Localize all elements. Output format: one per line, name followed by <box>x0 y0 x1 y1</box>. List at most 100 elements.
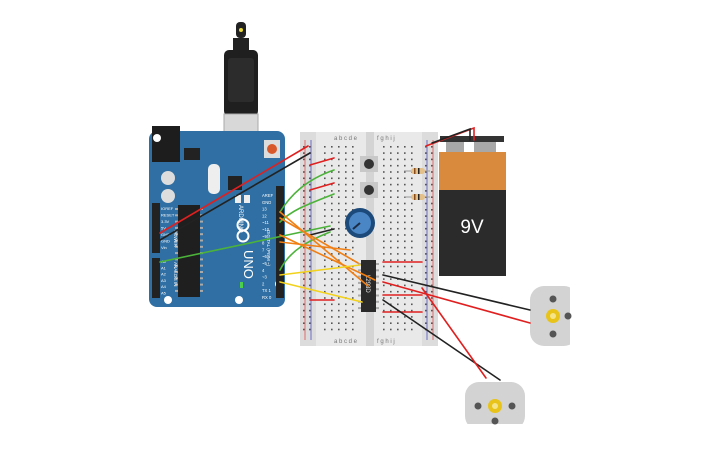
breadboard-hole <box>352 177 354 180</box>
breadboard-hole <box>352 196 354 198</box>
wire-11[interactable] <box>279 217 359 264</box>
breadboard-hole <box>431 164 433 167</box>
breadboard-hole <box>397 196 399 198</box>
breadboard-hole <box>404 171 406 173</box>
wire-15[interactable] <box>279 281 363 303</box>
breadboard-hole <box>411 202 413 205</box>
breadboard-hole <box>324 316 326 318</box>
wire-9[interactable] <box>279 231 331 271</box>
breadboard-hole <box>331 309 333 312</box>
chip-pin <box>175 252 178 255</box>
breadboard-hole <box>352 152 354 154</box>
breadboard-hole <box>431 272 433 274</box>
breadboard-hole <box>404 158 406 161</box>
breadboard-hole <box>303 322 305 324</box>
breadboard-hole <box>404 253 406 255</box>
driver-pin <box>376 294 379 297</box>
breadboard-hole <box>383 164 385 167</box>
breadboard-hole <box>352 322 354 324</box>
breadboard-hole <box>431 253 433 255</box>
breadboard-hole <box>425 209 427 211</box>
chip-pin <box>200 233 203 236</box>
breadboard-hole <box>338 278 340 280</box>
breadboard-hole <box>352 303 354 306</box>
wire-1[interactable] <box>159 152 311 241</box>
usb-cable[interactable] <box>224 22 258 116</box>
wire-0[interactable] <box>159 145 309 234</box>
breadboard-hole <box>425 297 427 299</box>
breadboard-hole <box>303 227 305 230</box>
wire-10[interactable] <box>279 211 369 287</box>
arduino-board[interactable]: ARDUINO UNO DIGITAL (PWM ~) POWER ANALOG… <box>149 126 285 307</box>
breadboard-hole <box>383 316 385 318</box>
breadboard-hole <box>324 278 326 280</box>
breadboard-hole <box>431 259 433 261</box>
resistor-1[interactable] <box>404 168 430 174</box>
breadboard-hole <box>352 183 354 186</box>
breadboard-hole <box>309 146 311 148</box>
breadboard-hole <box>431 322 433 324</box>
breadboard-hole <box>324 158 326 161</box>
breadboard-hole <box>324 209 326 211</box>
breadboard-hole <box>411 164 413 167</box>
breadboard-hole <box>303 152 305 154</box>
breadboard-hole <box>411 259 413 261</box>
breadboard-hole <box>331 253 333 255</box>
breadboard-columns-right-bottom: f g h i j <box>377 339 395 345</box>
breadboard-hole <box>397 183 399 186</box>
wire-23[interactable] <box>382 299 501 381</box>
chip-pin <box>175 226 178 229</box>
breadboard-hole <box>338 297 340 299</box>
digital-pin-label: ~11 <box>262 220 269 225</box>
analog-pin-label: A5 <box>161 291 167 296</box>
breadboard-hole <box>383 259 385 261</box>
breadboard-hole <box>324 227 326 230</box>
resistor-2[interactable] <box>404 194 430 200</box>
breadboard-hole <box>338 146 340 148</box>
breadboard-hole <box>383 284 385 287</box>
breadboard-hole <box>324 328 326 331</box>
breadboard-hole <box>397 209 399 211</box>
breadboard-hole <box>303 328 305 331</box>
wire-5[interactable] <box>309 228 335 236</box>
breadboard-hole <box>397 253 399 255</box>
driver-pin <box>358 307 361 310</box>
breadboard-hole <box>345 316 347 318</box>
wire-20[interactable] <box>431 127 471 144</box>
breadboard-hole <box>331 278 333 280</box>
wire-22[interactable] <box>382 281 531 324</box>
breadboard-hole <box>352 246 354 249</box>
wire-24[interactable] <box>421 287 487 379</box>
breadboard-hole <box>390 227 392 230</box>
breadboard-hole <box>338 328 340 331</box>
breadboard-hole <box>338 221 340 224</box>
potentiometer[interactable] <box>345 208 375 238</box>
breadboard-hole <box>309 177 311 180</box>
breadboard-hole <box>309 322 311 324</box>
breadboard-hole <box>404 234 406 236</box>
dc-motor-right[interactable] <box>530 286 578 346</box>
reset-button[interactable] <box>267 144 277 154</box>
breadboard-hole <box>303 297 305 299</box>
wire-12[interactable] <box>279 234 376 281</box>
dc-motor-bottom[interactable] <box>465 382 525 432</box>
breadboard-hole <box>331 146 333 148</box>
breadboard-hole <box>345 328 347 331</box>
wire-14[interactable] <box>279 264 361 276</box>
wire-21[interactable] <box>382 274 531 311</box>
wire-4[interactable] <box>309 182 335 191</box>
breadboard-hole <box>303 177 305 180</box>
breadboard-hole <box>383 196 385 198</box>
wire-13[interactable] <box>279 241 351 251</box>
breadboard-hole <box>425 290 427 293</box>
push-button-1[interactable] <box>360 156 378 172</box>
push-button-2[interactable] <box>360 182 378 198</box>
wire-3[interactable] <box>309 157 335 166</box>
battery-9v[interactable]: 9V <box>439 136 506 276</box>
wire-7[interactable] <box>279 169 335 213</box>
wire-2[interactable] <box>159 225 331 263</box>
breadboard-hole <box>425 152 427 154</box>
breadboard-columns-right-top: f g h i j <box>377 136 395 142</box>
breadboard-hole <box>411 158 413 161</box>
